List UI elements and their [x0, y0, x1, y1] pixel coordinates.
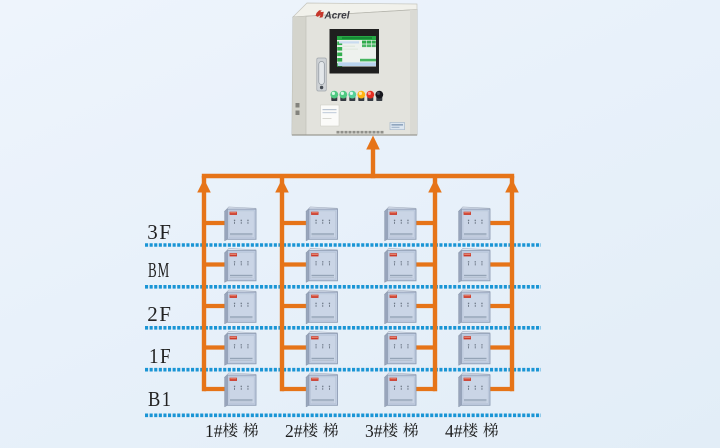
- svg-text:Acrel: Acrel: [324, 11, 350, 22]
- svg-text:4#: 4#: [445, 421, 463, 441]
- svg-text:3#: 3#: [365, 421, 383, 441]
- svg-text:2#: 2#: [285, 421, 303, 441]
- svg-text:1#: 1#: [205, 421, 223, 441]
